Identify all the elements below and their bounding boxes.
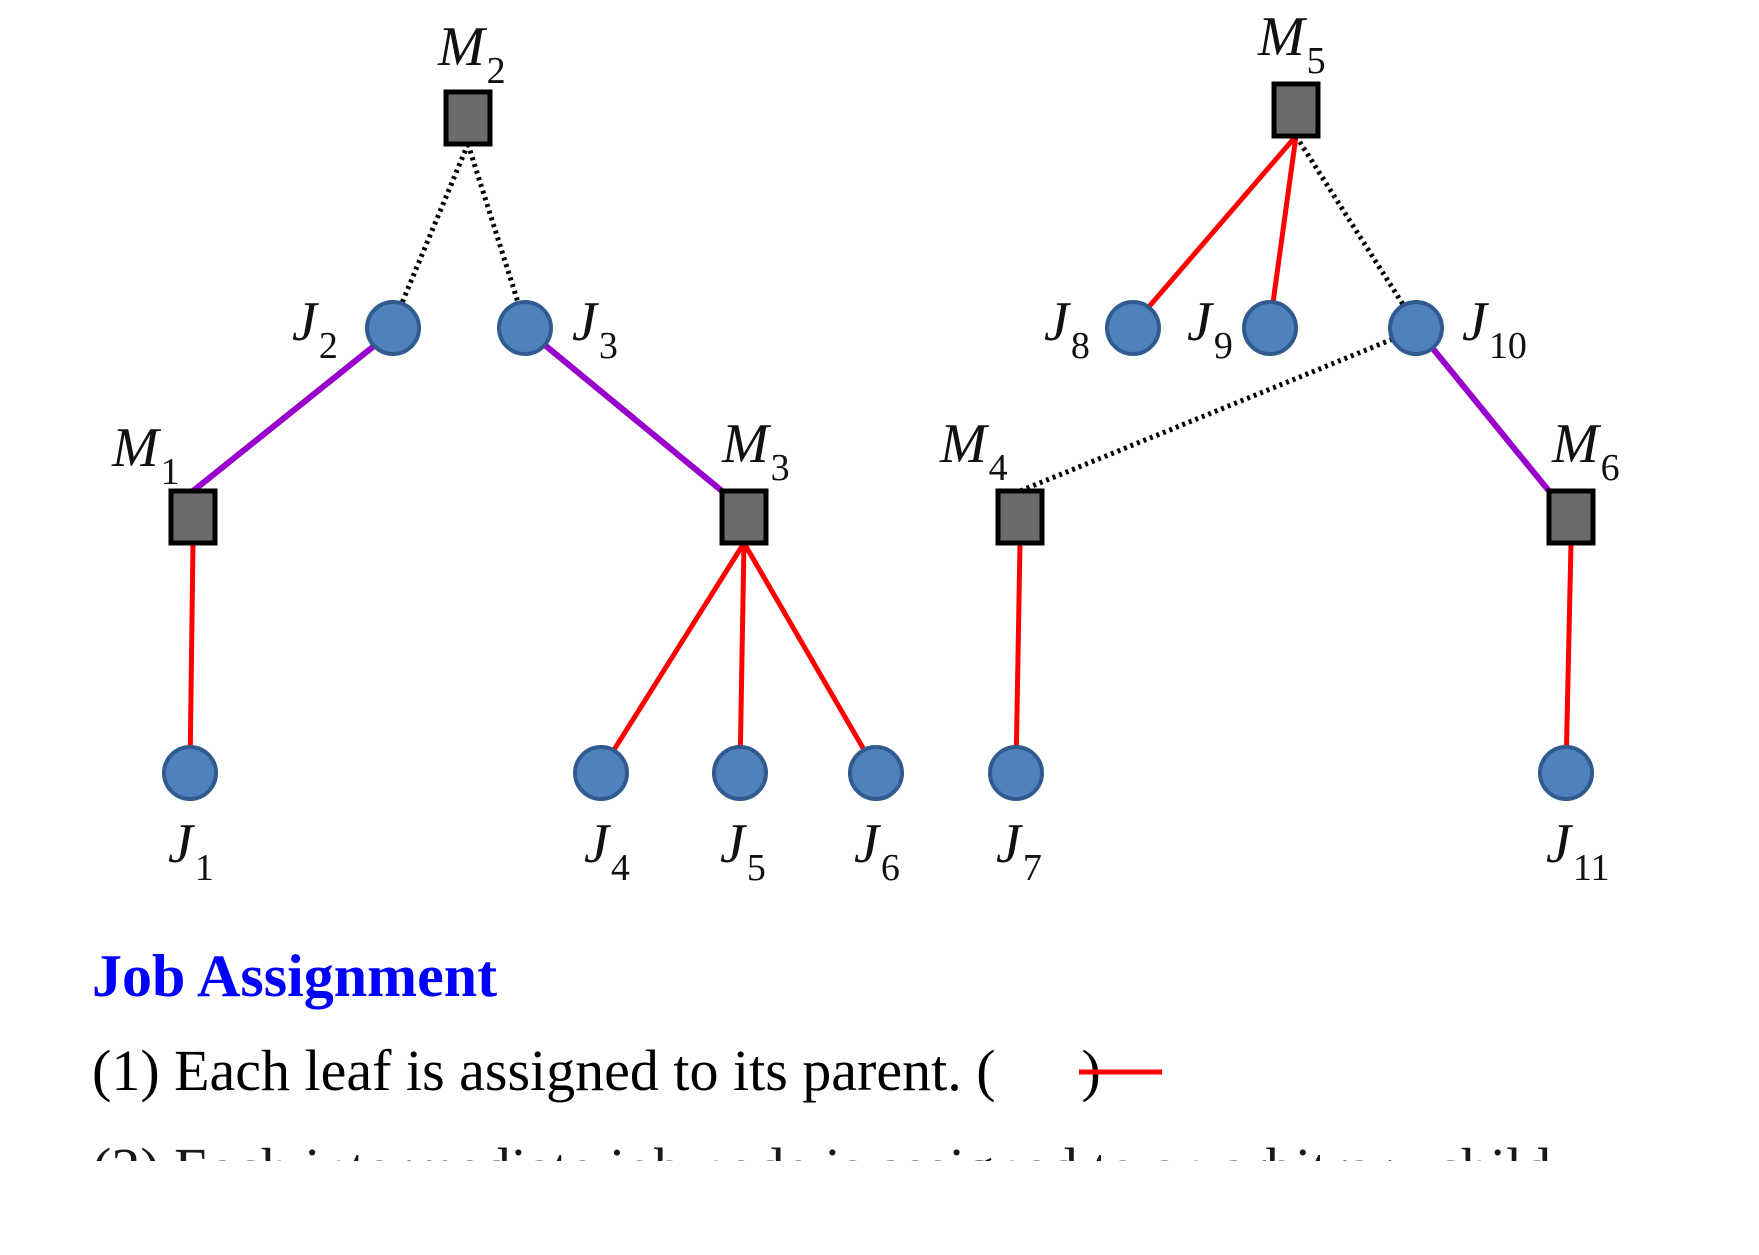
job-label-j5: J5 — [720, 813, 766, 889]
job-node-j5 — [712, 745, 768, 801]
machine-node-m3 — [719, 488, 769, 546]
machine-label-m2: M2 — [437, 16, 506, 92]
rule-2-text: (2) Each intermediate job node is assign… — [92, 1136, 1566, 1201]
job-node-j2 — [365, 300, 421, 356]
edge-j3-m3 — [542, 342, 724, 494]
edge-m2-j2 — [399, 143, 471, 305]
job-label-j10: J10 — [1462, 291, 1527, 367]
edge-m3-j4 — [611, 541, 747, 752]
job-label-j8: J8 — [1044, 291, 1090, 367]
job-label-j2: J2 — [292, 291, 338, 367]
edge-m1-j1 — [187, 542, 196, 748]
rule-1-prefix: (1) Each leaf is assigned to its parent.… — [92, 1038, 996, 1103]
job-node-j3 — [497, 300, 553, 356]
job-node-j7 — [988, 745, 1044, 801]
machine-label-m1: M1 — [111, 417, 180, 493]
node-layer — [162, 81, 1596, 801]
edge-m2-j3 — [465, 143, 521, 304]
machine-node-m6 — [1546, 488, 1596, 546]
job-label-j11: J11 — [1546, 813, 1609, 889]
job-label-j4: J4 — [584, 813, 630, 889]
section-heading: Job Assignment — [92, 943, 497, 1009]
edge-j2-m1 — [191, 343, 376, 494]
job-node-j11 — [1538, 745, 1594, 801]
job-label-j3: J3 — [572, 291, 618, 367]
job-label-j6: J6 — [854, 813, 900, 889]
job-label-j7: J7 — [996, 813, 1042, 889]
machine-node-m4 — [995, 488, 1045, 546]
edge-m4-j7 — [1013, 542, 1023, 748]
machine-node-m5 — [1271, 81, 1321, 139]
machine-node-m2 — [443, 89, 493, 147]
job-node-j6 — [848, 745, 904, 801]
job-node-j1 — [162, 745, 218, 801]
job-node-j10 — [1388, 300, 1444, 356]
rule-1-text: (1) Each leaf is assigned to its parent.… — [92, 1038, 1101, 1103]
machine-label-m6: M6 — [1551, 413, 1620, 489]
edge-m3-j5 — [737, 542, 747, 748]
job-node-j8 — [1105, 300, 1161, 356]
edge-m5-j8 — [1146, 134, 1298, 309]
machine-label-m5: M5 — [1257, 6, 1326, 82]
job-label-j1: J1 — [168, 813, 214, 889]
machine-label-m4: M4 — [939, 413, 1008, 489]
machine-label-m3: M3 — [721, 413, 790, 489]
job-node-j4 — [573, 745, 629, 801]
job-node-j9 — [1242, 300, 1298, 356]
machine-node-m1 — [168, 488, 218, 546]
job-label-j9: J9 — [1187, 291, 1233, 367]
edge-m5-j9 — [1270, 135, 1299, 303]
edge-m5-j10 — [1293, 134, 1406, 307]
edge-m3-j6 — [741, 541, 867, 752]
edge-m6-j11 — [1564, 542, 1574, 748]
edge-j10-m6 — [1430, 346, 1552, 493]
edge-layer — [187, 134, 1574, 752]
